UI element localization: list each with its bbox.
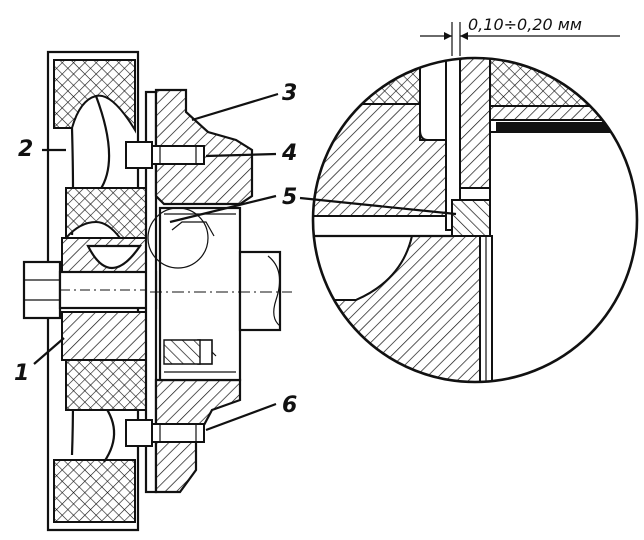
leader-lines — [33, 92, 279, 432]
center-bolt — [22, 260, 158, 320]
label-3: 3 — [282, 81, 297, 106]
label-6: 6 — [282, 393, 297, 418]
rubber-block-bottom — [53, 459, 136, 523]
label-5: 5 — [282, 185, 297, 210]
hub-body-bottom — [61, 311, 151, 361]
pulley-assembly — [22, 50, 292, 532]
upper-bolt — [125, 141, 205, 169]
detail-view: 0,10÷0,20 мм — [299, 15, 639, 384]
hub-pocket — [86, 244, 143, 270]
lower-bolt — [125, 419, 205, 447]
label-2: 2 — [18, 137, 33, 162]
shaft — [238, 250, 282, 332]
hub-lower — [65, 359, 151, 411]
gap-dimension — [420, 22, 620, 56]
label-4: 4 — [281, 141, 297, 166]
detail-circle — [311, 56, 639, 384]
dimension-label: 0,10÷0,20 мм — [468, 15, 582, 34]
label-1: 1 — [14, 361, 29, 386]
detail-marker — [147, 207, 209, 269]
